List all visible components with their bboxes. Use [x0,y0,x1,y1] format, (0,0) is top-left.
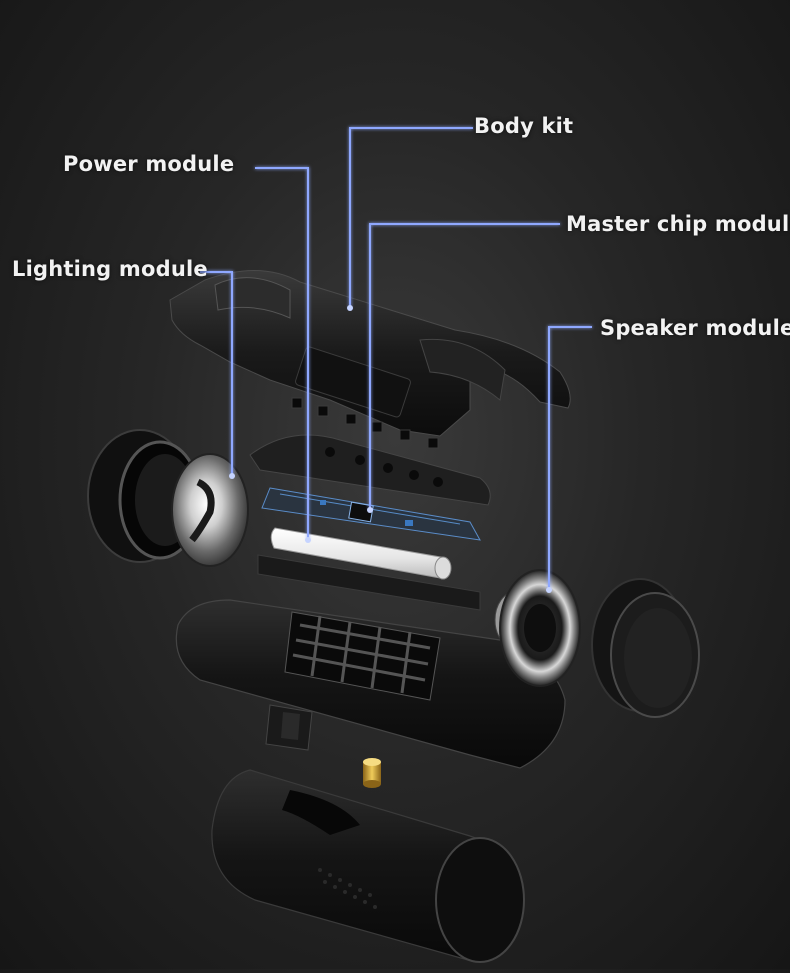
master-chip-module-label: Master chip module [566,212,790,236]
speaker-module-label: Speaker module [600,316,790,340]
leader-lines [200,127,592,590]
screw-row [291,397,439,449]
lighting-dome [171,453,249,567]
body-kit-label: Body kit [474,114,574,138]
speaker-end-cap [591,578,700,718]
leader-line-body-kit [349,127,473,308]
gold-connector-pin [363,758,381,788]
lighting-module-label: Lighting module [12,257,208,281]
leader-dots [229,305,552,593]
main-body-frame [175,599,566,769]
leader-line-power-module [255,167,309,540]
leader-line-speaker [548,326,592,590]
outer-housing-tube [211,769,525,963]
mount-bracket [265,704,313,751]
power-module-battery [257,527,481,611]
master-chip-board [261,487,481,541]
leader-line-lighting [200,271,233,476]
power-module-label: Power module [63,152,235,176]
leader-line-master-chip [369,223,560,510]
speaker-driver [494,569,581,687]
